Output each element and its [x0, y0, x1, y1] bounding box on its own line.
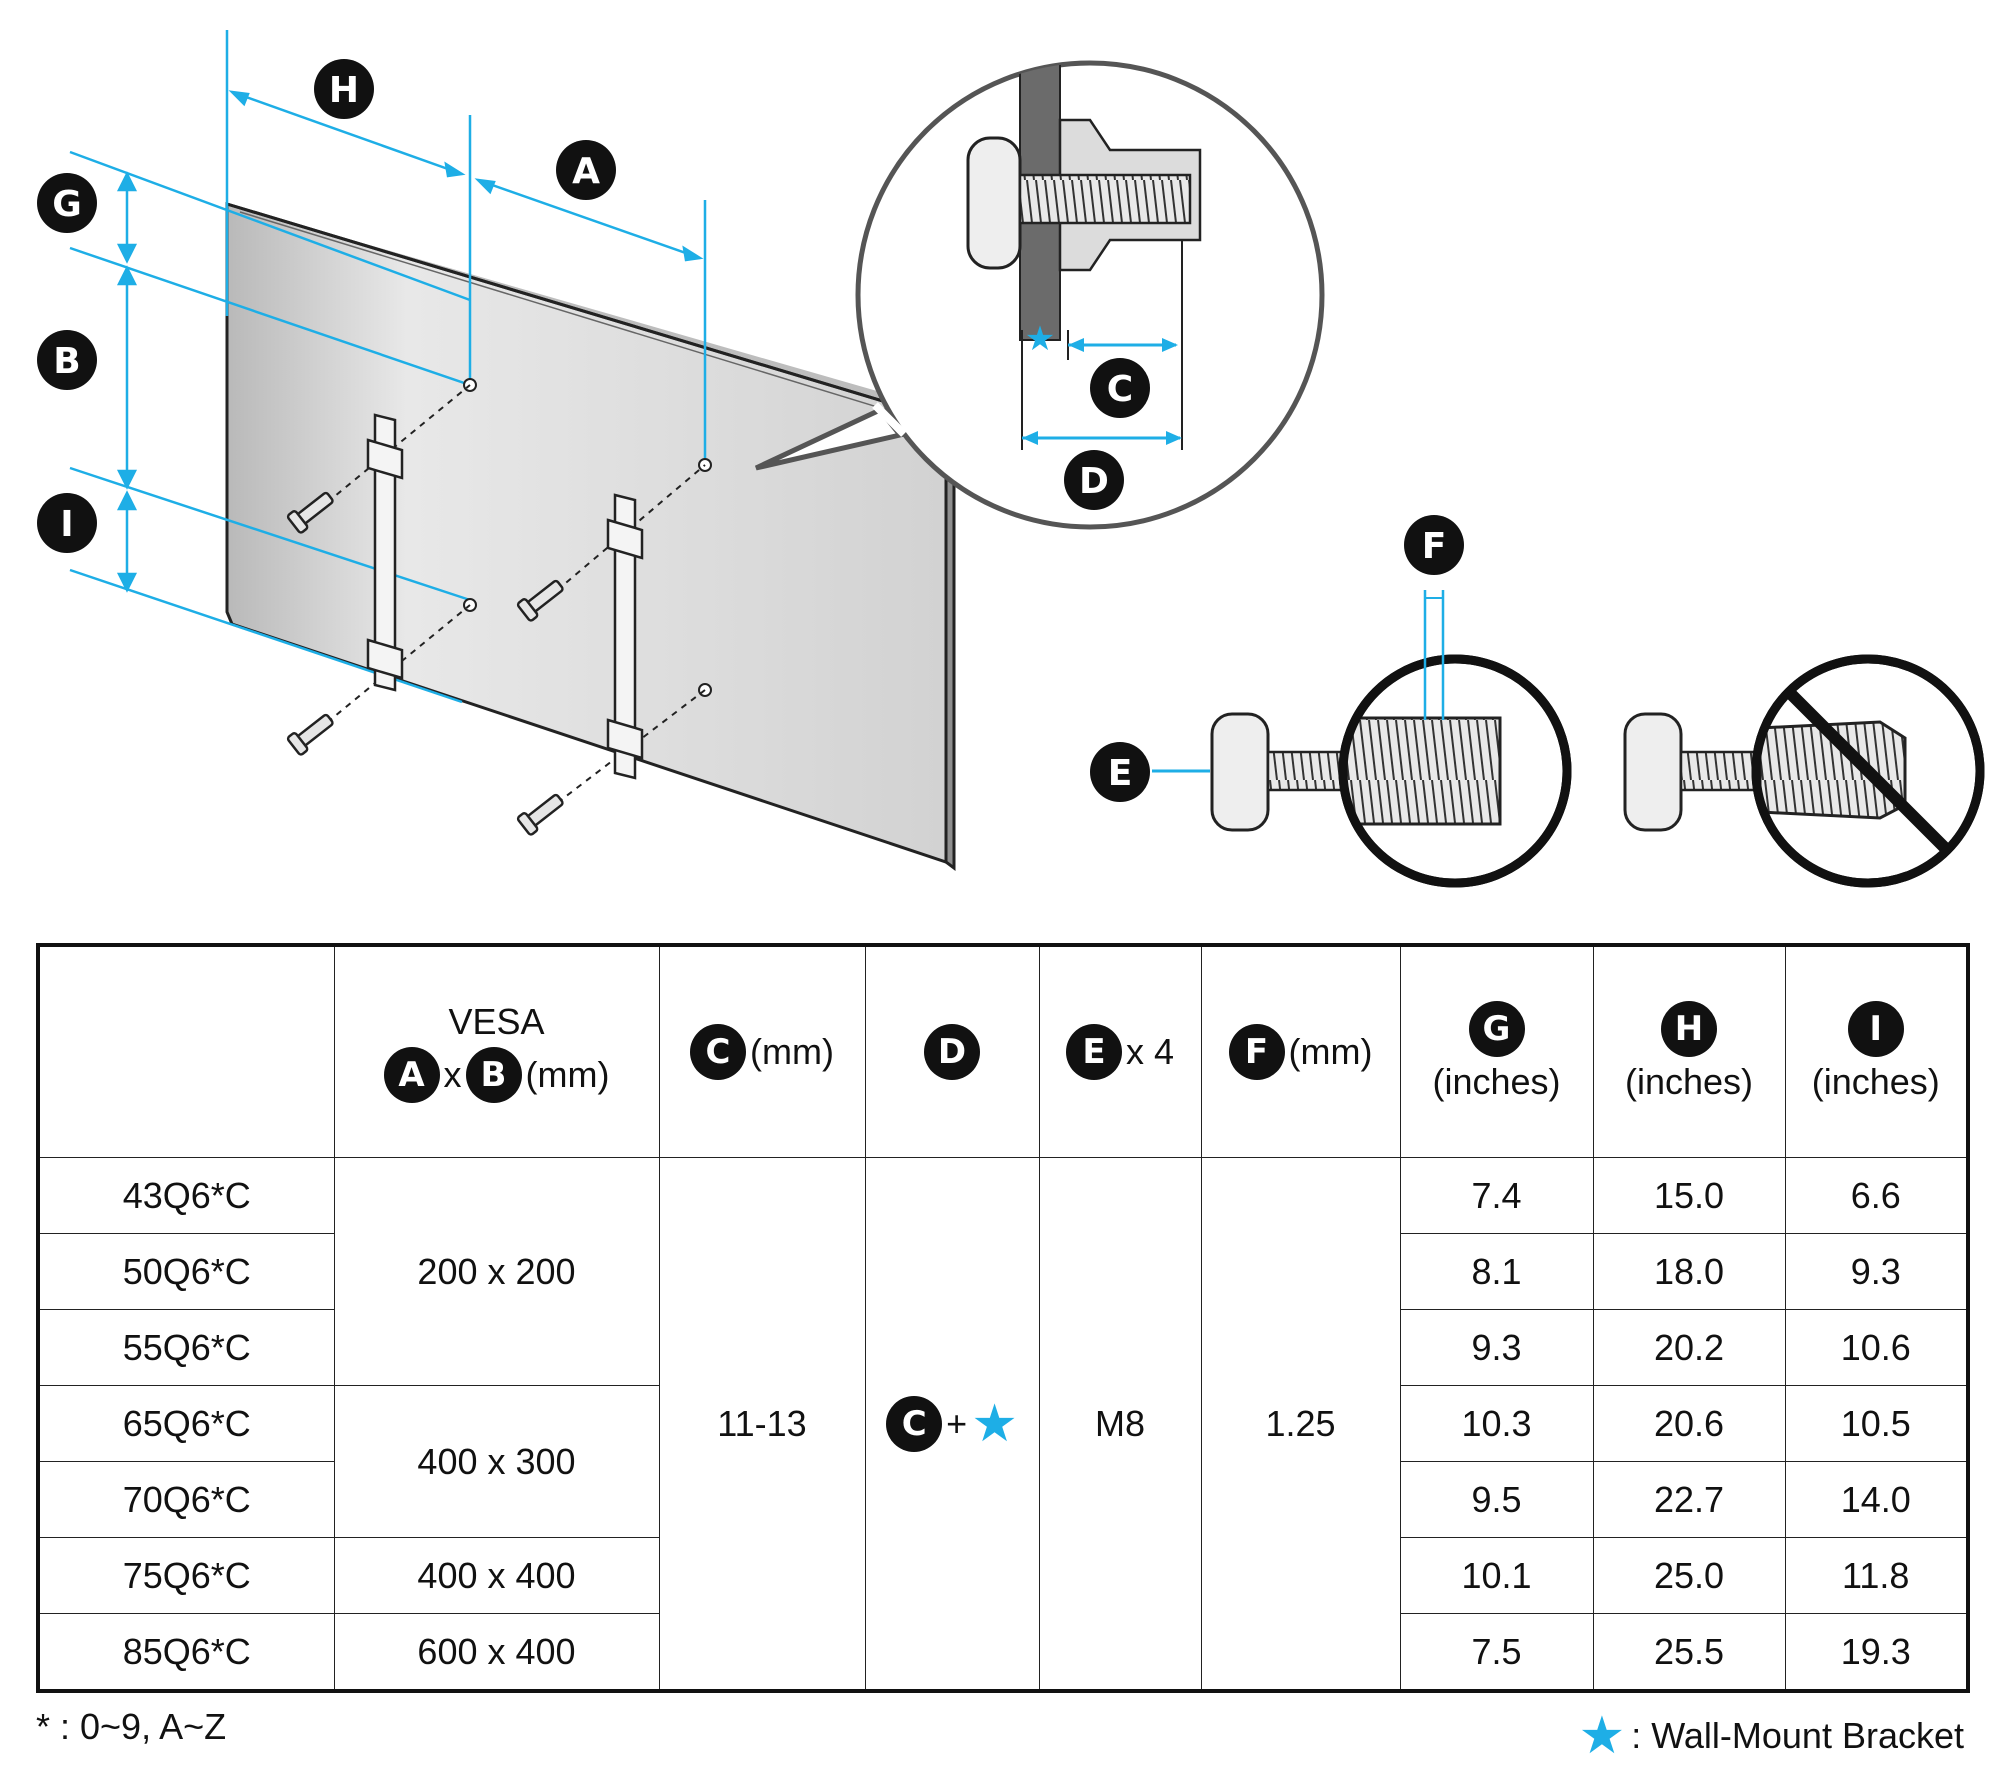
vesa-cell: 400 x 300: [333, 1385, 660, 1538]
table-row: 43Q6*C 200 x 200 11-13 C + ★ M8 1.25 7.4…: [37, 1157, 1969, 1692]
svg-text:F: F: [1422, 526, 1447, 567]
badge-f-icon: F: [1228, 1024, 1285, 1080]
header-c: C(mm): [658, 944, 866, 1158]
h-value-cell: 20.6: [1592, 1385, 1786, 1462]
i-value-cell: 9.3: [1784, 1233, 1969, 1310]
badge-b-icon: B: [465, 1047, 522, 1103]
model-cell: 85Q6*C: [37, 1613, 335, 1692]
svg-text:H: H: [329, 70, 359, 111]
model-cell: 65Q6*C: [37, 1385, 335, 1462]
header-vesa: VESA A x B (mm): [333, 944, 660, 1158]
badge-i-icon: I: [1847, 1001, 1904, 1057]
g-value-cell: 9.5: [1399, 1461, 1594, 1538]
vesa-cell: 200 x 200: [333, 1157, 660, 1386]
svg-text:G: G: [52, 184, 82, 225]
table-row: 75Q6*C 400 x 400 10.1 25.0 11.8: [37, 1537, 1969, 1614]
footnote: * : 0~9, A~Z: [36, 1706, 227, 1747]
badge-a: A: [556, 140, 616, 200]
table-row: 70Q6*C 9.5 22.7 14.0: [37, 1461, 1969, 1538]
svg-text:D: D: [1079, 461, 1109, 502]
wall-mount-diagram: ★ G B I H A C D F E: [37, 30, 1985, 888]
screws: [286, 491, 564, 836]
badge-f: F: [1404, 515, 1464, 575]
h-value-cell: 15.0: [1592, 1157, 1786, 1234]
callout-star-icon: ★: [1025, 320, 1055, 358]
table-row: 55Q6*C 9.3 20.2 10.6: [37, 1309, 1969, 1386]
g-value-cell: 9.3: [1399, 1309, 1594, 1386]
i-value-cell: 11.8: [1784, 1537, 1969, 1614]
g-value-cell: 10.1: [1399, 1537, 1594, 1614]
header-g: G(inches): [1399, 944, 1594, 1158]
table-row: 85Q6*C 600 x 400 7.5 25.5 19.3: [37, 1613, 1969, 1692]
wall-mount-bracket-left: [366, 413, 404, 692]
table-row: 50Q6*C 8.1 18.0 9.3: [37, 1233, 1969, 1310]
prohibited-slash-icon: [1785, 688, 1952, 855]
vesa-cell: 600 x 400: [333, 1613, 660, 1692]
header-i: I(inches): [1784, 944, 1969, 1158]
model-cell: 50Q6*C: [37, 1233, 335, 1310]
i-value-cell: 19.3: [1784, 1613, 1969, 1692]
i-value-cell: 14.0: [1784, 1461, 1969, 1538]
i-value-cell: 10.6: [1784, 1309, 1969, 1386]
model-cell: 55Q6*C: [37, 1309, 335, 1386]
badge-g-icon: G: [1468, 1001, 1525, 1057]
badge-e-icon: E: [1065, 1024, 1122, 1080]
header-h: H(inches): [1592, 944, 1786, 1158]
g-value-cell: 7.5: [1399, 1613, 1594, 1692]
d-value-cell: C + ★: [864, 1157, 1040, 1692]
g-value-cell: 7.4: [1399, 1157, 1594, 1234]
star-icon: ★: [1578, 1707, 1626, 1765]
model-cell: 70Q6*C: [37, 1461, 335, 1538]
badge-d-icon: D: [924, 1024, 980, 1080]
incorrect-screw-detail: [1623, 654, 1985, 888]
i-value-cell: 10.5: [1784, 1385, 1969, 1462]
header-f: F(mm): [1200, 944, 1401, 1158]
badge-c: C: [1090, 358, 1150, 418]
badge-b: B: [37, 330, 97, 390]
star-icon: ★: [971, 1394, 1018, 1453]
h-value-cell: 20.2: [1592, 1309, 1786, 1386]
badge-i: I: [37, 493, 97, 553]
g-value-cell: 8.1: [1399, 1233, 1594, 1310]
svg-text:B: B: [53, 341, 80, 382]
header-d: D: [864, 944, 1040, 1158]
svg-text:A: A: [572, 151, 600, 192]
h-value-cell: 22.7: [1592, 1461, 1786, 1538]
vesa-cell: 400 x 400: [333, 1537, 660, 1614]
legend-text: : Wall-Mount Bracket: [1631, 1715, 1964, 1756]
h-value-cell: 25.5: [1592, 1613, 1786, 1692]
badge-d: D: [1064, 450, 1124, 510]
tv-panel: [225, 201, 956, 871]
prohibited-icon: [1751, 654, 1985, 888]
svg-text:C: C: [1107, 369, 1133, 410]
header-model: [37, 944, 335, 1158]
star-legend: ★ : Wall-Mount Bracket: [1579, 1710, 1964, 1762]
model-cell: 75Q6*C: [37, 1537, 335, 1614]
badge-g: G: [37, 173, 97, 233]
badge-c-icon: C: [690, 1024, 747, 1080]
dimension-lines: [69, 30, 707, 704]
badge-c-icon: C: [886, 1395, 943, 1452]
i-value-cell: 6.6: [1784, 1157, 1969, 1234]
svg-text:I: I: [60, 504, 73, 545]
wall-mount-bracket-right: [606, 493, 644, 780]
h-value-cell: 25.0: [1592, 1537, 1786, 1614]
callout-zoom: ★: [754, 60, 1325, 530]
badge-a-icon: A: [383, 1047, 440, 1103]
c-value-cell: 11-13: [658, 1157, 866, 1692]
screw-detail: [1152, 590, 1572, 888]
badge-h: H: [314, 59, 374, 119]
h-value-cell: 18.0: [1592, 1233, 1786, 1310]
g-value-cell: 10.3: [1399, 1385, 1594, 1462]
svg-text:E: E: [1108, 753, 1133, 794]
badge-h-icon: H: [1661, 1001, 1717, 1057]
f-value-cell: 1.25: [1200, 1157, 1401, 1692]
e-value-cell: M8: [1038, 1157, 1202, 1692]
model-cell: 43Q6*C: [37, 1157, 335, 1234]
badge-e: E: [1090, 742, 1150, 802]
